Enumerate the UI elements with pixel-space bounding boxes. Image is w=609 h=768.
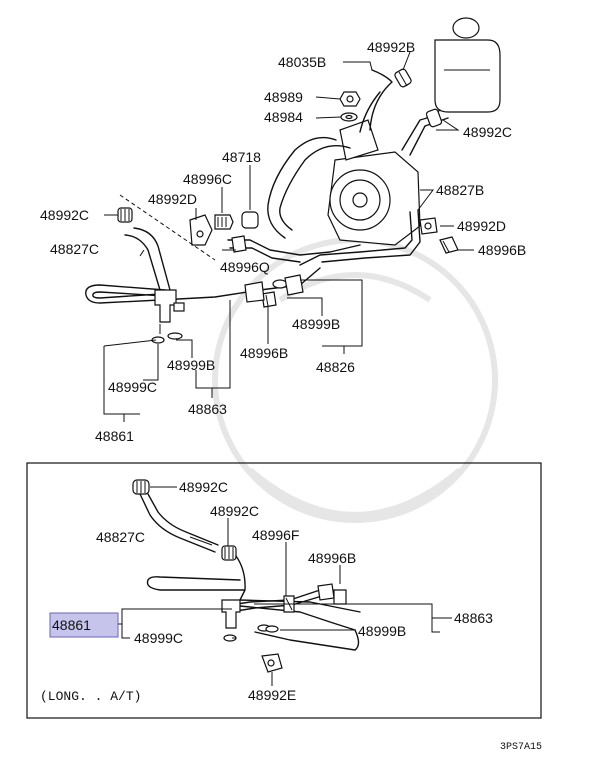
leader-lines-upper bbox=[103, 51, 474, 422]
bracket-48863-top bbox=[244, 281, 265, 303]
label-inset-48992c-2: 48992C bbox=[210, 503, 259, 519]
label-48992d-left: 48992D bbox=[148, 191, 197, 207]
hose-clamp-48992c-top bbox=[425, 108, 443, 128]
watermark-emblem bbox=[212, 237, 498, 523]
figure-code: 3PS7A15 bbox=[500, 742, 542, 753]
inset-pipe-fitting-48861 bbox=[221, 599, 241, 629]
pressure-hose-48718 bbox=[267, 136, 351, 239]
reservoir-outlet-hose bbox=[401, 109, 449, 156]
label-inset-48999c: 48999C bbox=[134, 630, 183, 646]
inset-bolt-48996b bbox=[317, 583, 347, 605]
label-48992b: 48992B bbox=[367, 39, 415, 55]
label-48863-top: 48863 bbox=[188, 401, 227, 417]
bolt-48996b-mid bbox=[261, 291, 277, 308]
label-48992c-left: 48992C bbox=[40, 207, 89, 223]
label-48996c: 48996C bbox=[183, 171, 232, 187]
union-bolt-48718 bbox=[241, 211, 259, 229]
label-48999b-right: 48999B bbox=[292, 316, 340, 332]
label-inset-48861: 48861 bbox=[52, 617, 91, 633]
label-48827b: 48827B bbox=[436, 182, 484, 198]
clamp-48992c-left bbox=[117, 207, 133, 223]
label-inset-48999b: 48999B bbox=[358, 623, 406, 639]
power-steering-pump bbox=[327, 119, 421, 246]
washer-48984 bbox=[340, 112, 358, 122]
label-48984: 48984 bbox=[264, 109, 303, 125]
label-48989: 48989 bbox=[264, 89, 303, 105]
washer-48999b-left bbox=[167, 332, 183, 340]
label-48996q: 48996Q bbox=[220, 259, 270, 275]
label-48826: 48826 bbox=[316, 359, 355, 375]
label-48992c-top: 48992C bbox=[463, 124, 512, 140]
washer-48999b-right bbox=[272, 279, 288, 289]
inset-clamp-48992c-1 bbox=[132, 479, 150, 495]
highlight-box-48861 bbox=[49, 612, 119, 638]
leader-lines-inset bbox=[118, 486, 452, 686]
feed-line-48827b bbox=[299, 209, 421, 266]
inset-hose-48827c bbox=[139, 493, 219, 553]
nut-48989 bbox=[339, 91, 361, 107]
hose-48827c bbox=[124, 227, 171, 291]
label-inset-48827c: 48827C bbox=[96, 529, 145, 545]
pipe-fitting-48861-top bbox=[154, 289, 185, 323]
label-inset-48992c-1: 48992C bbox=[179, 479, 228, 495]
label-48996b-right: 48996B bbox=[478, 242, 526, 258]
label-inset-48996b: 48996B bbox=[308, 550, 356, 566]
label-48999b-left: 48999B bbox=[167, 357, 215, 373]
label-48999c-top: 48999C bbox=[108, 379, 157, 395]
inset-washer-48999b bbox=[257, 624, 279, 633]
inset-clamp-48992e bbox=[261, 653, 283, 673]
label-48035b: 48035B bbox=[278, 54, 326, 70]
inset-note: (LONG. . A/T) bbox=[40, 689, 141, 704]
clamp-48992d-right bbox=[419, 217, 438, 235]
fitting-48826 bbox=[284, 274, 304, 296]
inset-frame bbox=[26, 462, 542, 719]
return-hose-48035b bbox=[359, 69, 393, 133]
bolt-48996b-right bbox=[439, 236, 459, 254]
clamp-48992d-left bbox=[189, 214, 213, 246]
label-48827c-top: 48827C bbox=[50, 241, 99, 257]
hose-clamp-48992b bbox=[394, 68, 412, 88]
label-48718: 48718 bbox=[222, 149, 261, 165]
union-bolt-48996c bbox=[214, 214, 234, 230]
label-inset-48992e: 48992E bbox=[248, 687, 296, 703]
label-inset-48863: 48863 bbox=[454, 610, 493, 626]
cooler-pipe-loop bbox=[85, 267, 321, 304]
label-48861-top: 48861 bbox=[95, 428, 134, 444]
reservoir-tank bbox=[434, 17, 501, 113]
dashed-reference-line bbox=[119, 194, 216, 261]
label-inset-48996f: 48996F bbox=[252, 527, 299, 543]
label-48996b-mid: 48996B bbox=[240, 345, 288, 361]
fitting-48996q bbox=[231, 235, 247, 253]
inset-clamp-48992c-2 bbox=[221, 545, 237, 561]
label-48992d-right: 48992D bbox=[457, 218, 506, 234]
